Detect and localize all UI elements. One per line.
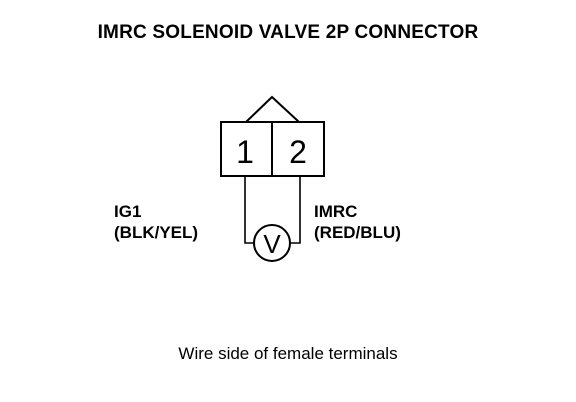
voltmeter-icon <box>253 224 291 262</box>
wire-right-name: IMRC <box>314 202 358 221</box>
wire-label-left: IG1 (BLK/YEL) <box>114 201 198 243</box>
pin-2-number: 2 <box>289 134 307 170</box>
wire-left-color: (BLK/YEL) <box>114 223 199 242</box>
pin-1-number: 1 <box>236 134 254 170</box>
diagram-title: IMRC SOLENOID VALVE 2P CONNECTOR <box>97 22 479 43</box>
connector-lock-tab <box>245 95 300 123</box>
voltmeter-symbol: V <box>263 229 281 259</box>
probe-wire-right <box>290 176 301 244</box>
wire-label-right: IMRC (RED/BLU) <box>314 201 401 243</box>
probe-wire-left <box>244 176 254 244</box>
wire-right-color: (RED/BLU) <box>314 223 401 242</box>
diagram-caption: Wire side of female terminals <box>178 344 398 363</box>
wire-left-name: IG1 <box>114 202 142 221</box>
